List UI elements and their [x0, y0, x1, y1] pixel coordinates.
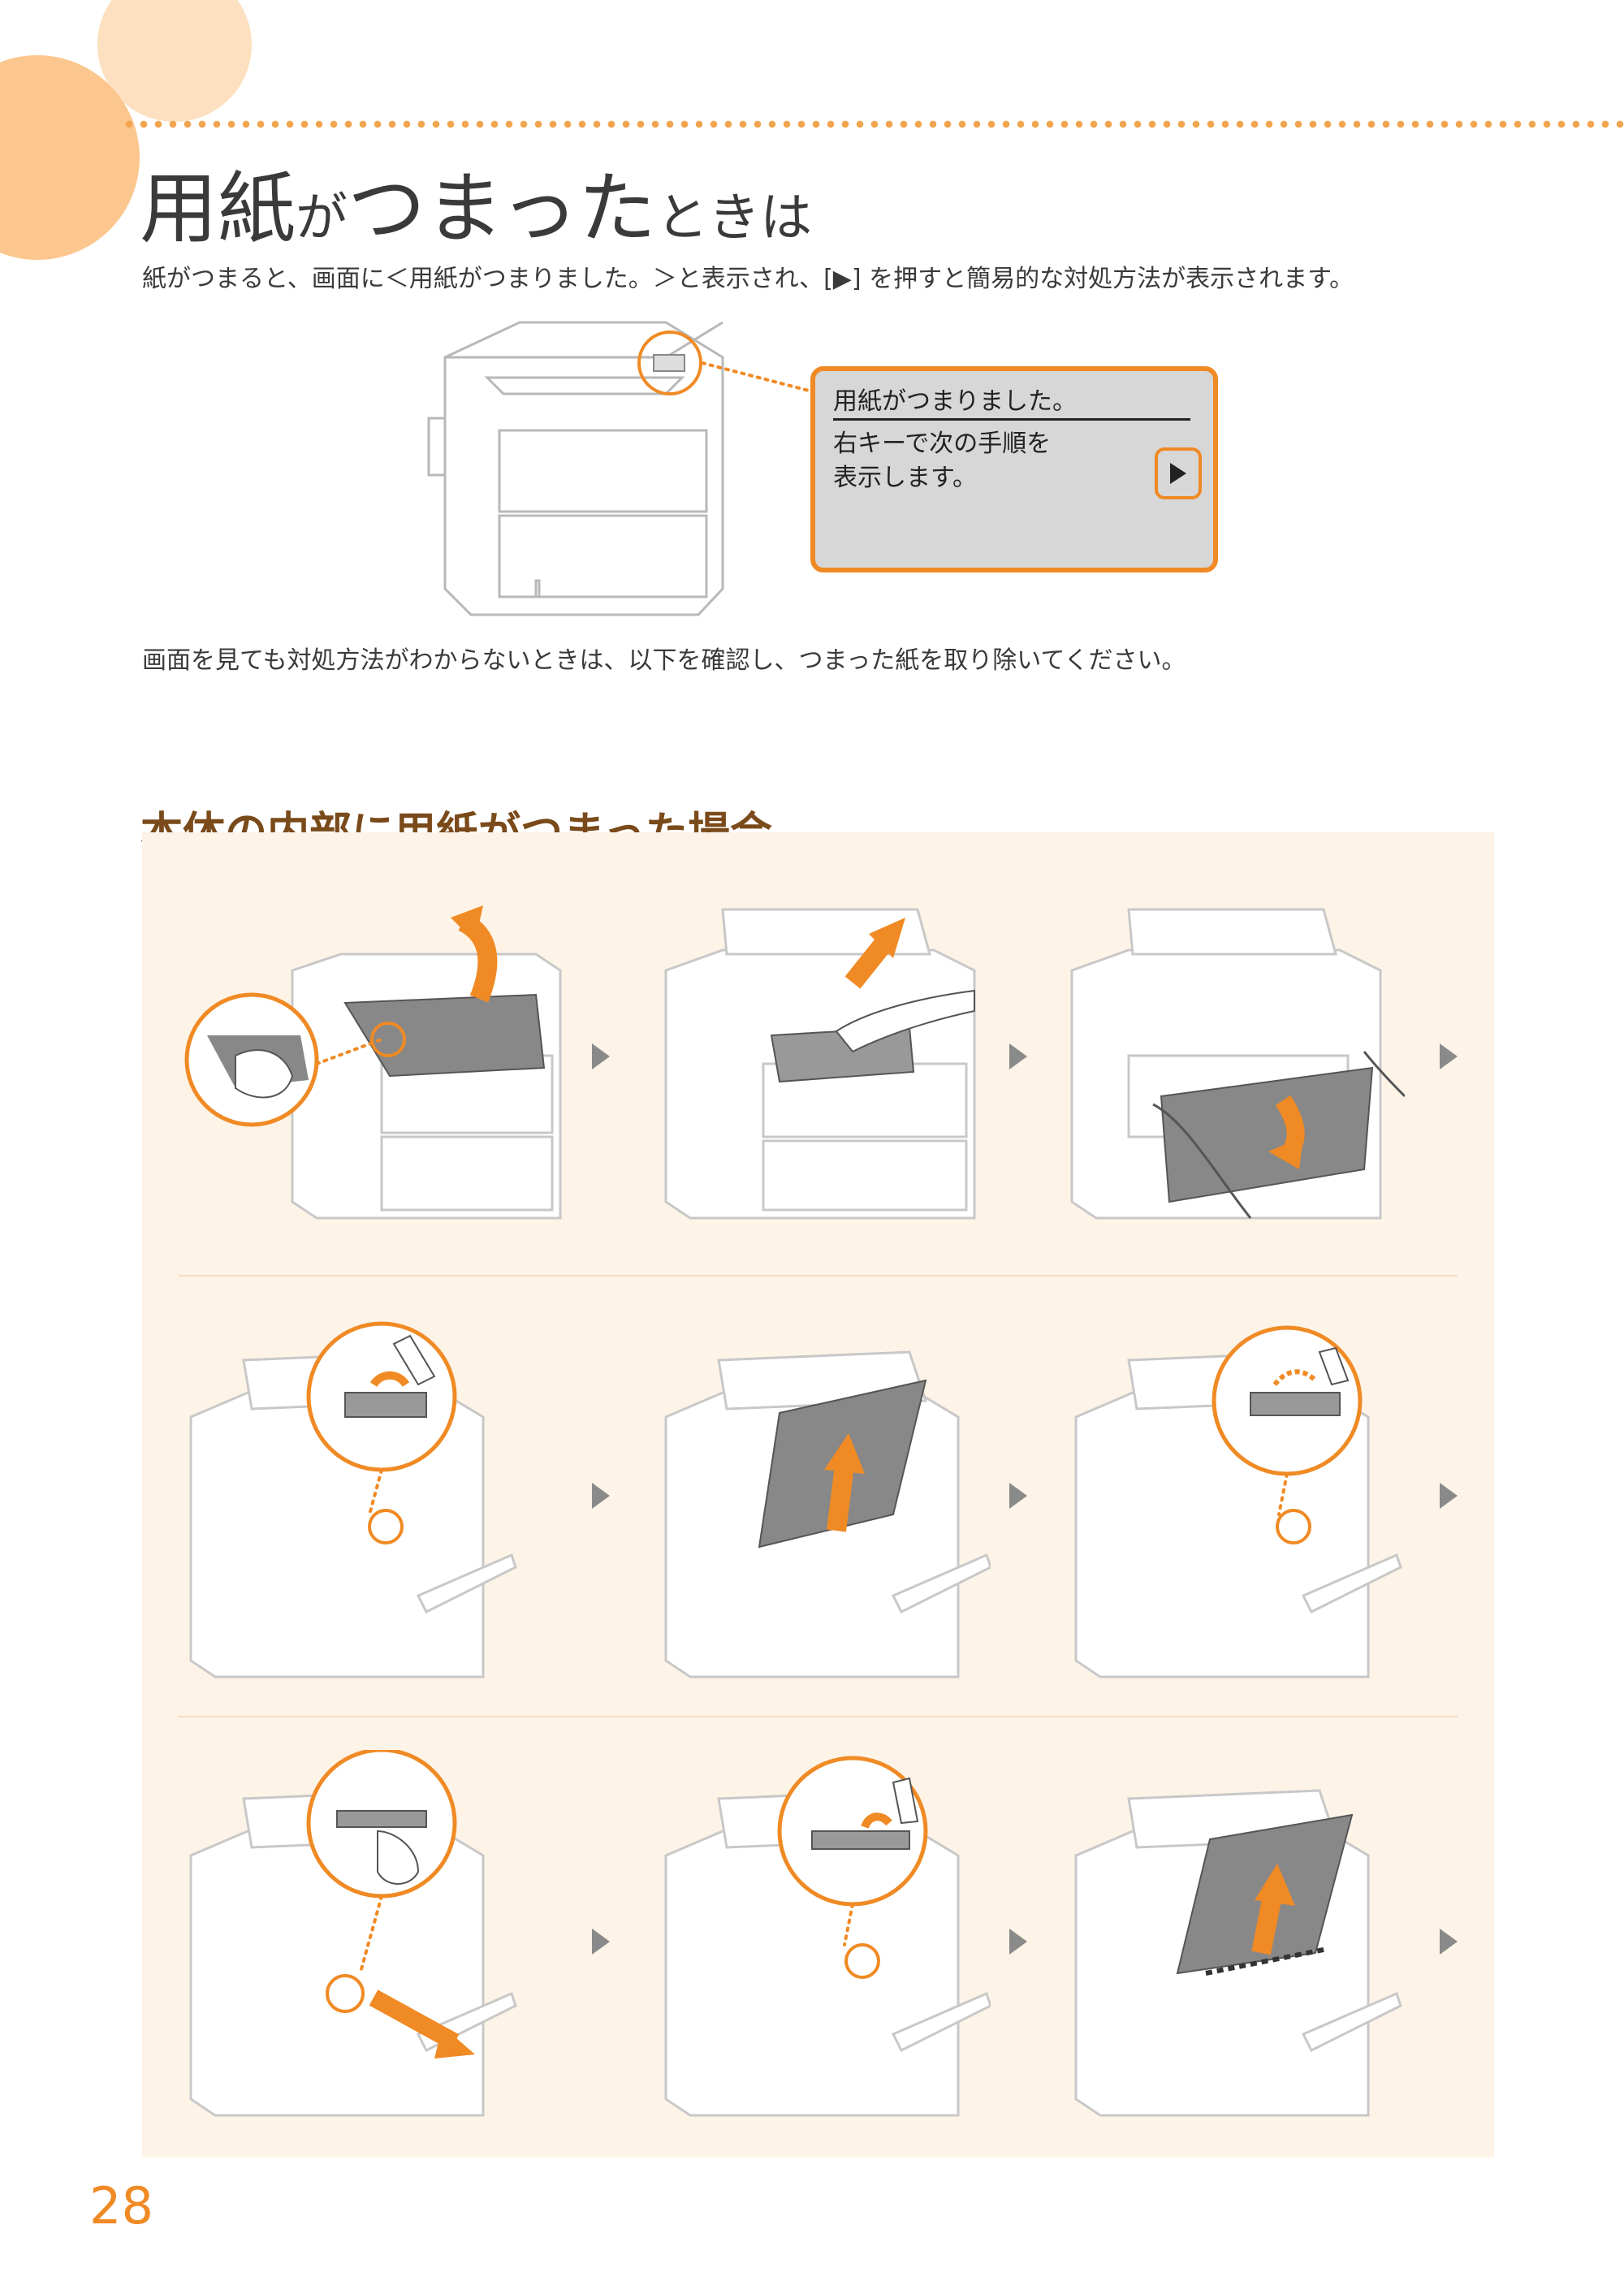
step-arrow-6: [1440, 1483, 1458, 1509]
note-text: 画面を見ても対処方法がわからないときは、以下を確認し、つまった紙を取り除いてくだ…: [142, 646, 1186, 675]
lcd-rule: [833, 418, 1190, 421]
lcd-screen: 用紙がつまりました。 右キーで次の手順を 表示します。: [810, 366, 1218, 572]
step-1-illustration: [184, 905, 562, 1220]
page-title: 用紙がつまったときは: [140, 163, 813, 255]
step-3-illustration: [1070, 908, 1405, 1220]
step-arrow-7: [592, 1929, 610, 1955]
step-5-illustration: [664, 1350, 991, 1678]
step-4-illustration: [189, 1321, 517, 1678]
step-arrow-8: [1009, 1929, 1027, 1955]
lcd-right-button[interactable]: [1155, 447, 1202, 499]
intro-text: 紙がつまると、画面に＜用紙がつまりました。＞と表示され、[▶] を押すと簡易的な…: [142, 265, 1354, 293]
step-7-illustration: [189, 1750, 517, 2117]
step-arrow-2: [1009, 1043, 1027, 1069]
printer-illustration: [427, 321, 812, 616]
lcd-line-2: 右キーで次の手順を: [833, 430, 1052, 458]
step-2-illustration: [664, 908, 976, 1220]
row-divider-1: [179, 1275, 1458, 1277]
dotted-rule: [122, 120, 1624, 128]
row-divider-2: [179, 1716, 1458, 1717]
step-8-illustration: [664, 1756, 991, 2117]
step-arrow-4: [592, 1483, 610, 1509]
right-triangle-icon: [1170, 463, 1186, 484]
lcd-line-3: 表示します。: [833, 464, 977, 492]
step-arrow-3: [1440, 1043, 1458, 1069]
step-arrow-1: [592, 1043, 610, 1069]
page-number: 28: [89, 2176, 153, 2236]
step-arrow-5: [1009, 1483, 1027, 1509]
step-9-illustration: [1074, 1789, 1402, 2117]
step-6-illustration: [1074, 1325, 1402, 1678]
lcd-line-1: 用紙がつまりました。: [833, 387, 1077, 416]
step-arrow-9: [1440, 1929, 1458, 1955]
